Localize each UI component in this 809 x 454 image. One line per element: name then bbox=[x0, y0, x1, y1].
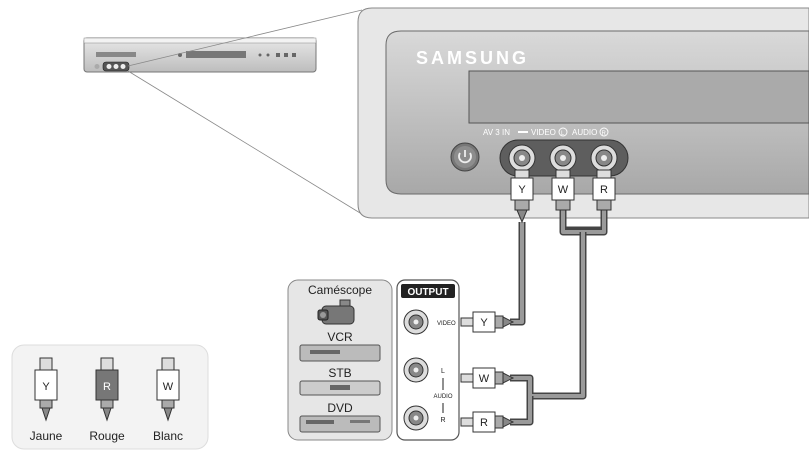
audio-left-mark: L bbox=[561, 131, 565, 137]
vcr-icon bbox=[299, 344, 381, 362]
output-plug-right-letter: R bbox=[480, 417, 488, 429]
source-dvd-label: DVD bbox=[327, 401, 353, 415]
source-camcorder-label: Caméscope bbox=[308, 283, 372, 297]
output-audio-l: L bbox=[441, 368, 445, 375]
audio-right-mark: R bbox=[602, 131, 607, 137]
small-recorder bbox=[83, 37, 317, 73]
jack-audio-right-socket bbox=[590, 144, 618, 172]
output-title: OUTPUT bbox=[407, 287, 448, 298]
legend-plug-red: R Rouge bbox=[89, 357, 125, 443]
input-label-video: VIDEO bbox=[531, 128, 556, 137]
legend-letter-r: R bbox=[103, 381, 111, 393]
output-plug-left-letter: W bbox=[479, 373, 490, 385]
source-vcr-label: VCR bbox=[327, 330, 353, 344]
front-panel: AV 3 IN VIDEO L AUDIO R SAMSUNG bbox=[357, 7, 809, 219]
sources-panel: Caméscope VCR STB DVD bbox=[287, 279, 393, 441]
output-plug-video-letter: Y bbox=[480, 317, 488, 329]
output-video-label: VIDEO bbox=[437, 321, 456, 327]
output-plug-right: R bbox=[460, 411, 515, 433]
jack-audio-left-socket bbox=[549, 144, 577, 172]
legend-plug-yellow: Y Jaune bbox=[30, 357, 63, 443]
device-plug-video-letter: Y bbox=[518, 184, 526, 196]
camcorder-icon bbox=[317, 299, 355, 325]
device-plug-right: R bbox=[592, 169, 616, 211]
legend-plug-white: W Blanc bbox=[153, 357, 183, 443]
device-plug-left-letter: W bbox=[558, 184, 569, 196]
output-panel: OUTPUT VIDEO L AUDIO R bbox=[396, 279, 460, 441]
cables bbox=[510, 210, 608, 426]
input-label-audio: AUDIO bbox=[572, 128, 597, 137]
output-plug-video: Y bbox=[460, 311, 515, 333]
legend-name-blanc: Blanc bbox=[153, 429, 183, 443]
color-legend: Y Jaune R Rouge W Blanc bbox=[11, 344, 209, 450]
legend-name-rouge: Rouge bbox=[89, 429, 125, 443]
legend-letter-w: W bbox=[163, 381, 174, 393]
stb-icon bbox=[299, 380, 381, 396]
device-plug-video: Y bbox=[510, 169, 534, 224]
device-plug-left: W bbox=[551, 169, 575, 211]
input-label-av3: AV 3 IN bbox=[483, 128, 510, 137]
output-audio-r: R bbox=[440, 417, 445, 424]
output-plug-left: W bbox=[460, 367, 515, 389]
zoom-lines bbox=[127, 9, 366, 217]
source-stb-label: STB bbox=[328, 366, 351, 380]
legend-letter-y: Y bbox=[42, 381, 50, 393]
output-audio-label: AUDIO bbox=[433, 394, 452, 400]
device-plug-right-letter: R bbox=[600, 184, 608, 196]
legend-name-jaune: Jaune bbox=[30, 429, 63, 443]
brand-logo: SAMSUNG bbox=[416, 48, 529, 68]
dvd-icon bbox=[299, 415, 381, 433]
jack-video-socket bbox=[508, 144, 536, 172]
